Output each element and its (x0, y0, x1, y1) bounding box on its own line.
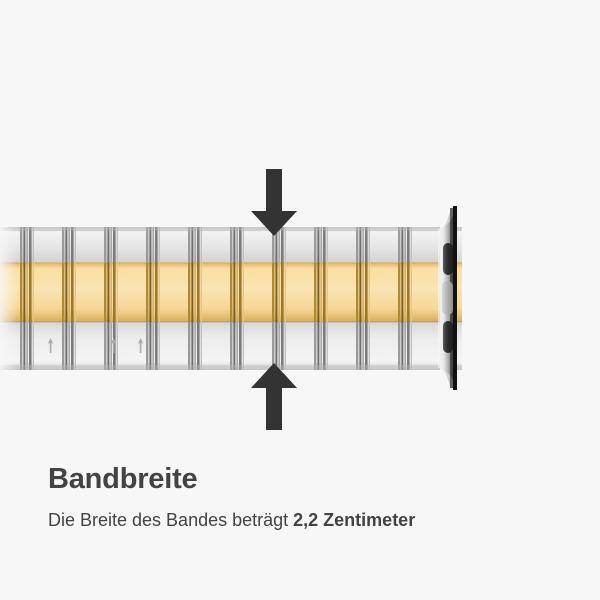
watch-band-illustration (0, 206, 462, 390)
band-width-value: 2,2 Zentimeter (293, 509, 416, 530)
connector-pin-bottom (443, 321, 453, 353)
band-width-description-prefix: Die Breite des Bandes beträgt (48, 509, 294, 530)
band-pin-markers (48, 338, 144, 353)
page-title: Bandbreite (48, 463, 198, 495)
band-end-connector (438, 206, 457, 390)
band-width-description: Die Breite des Bandes beträgt 2,2 Zentim… (48, 497, 568, 532)
up-arrow-icon (251, 363, 297, 430)
connector-pin-middle (442, 281, 453, 315)
down-arrow-icon (251, 169, 297, 236)
connector-pin-top (443, 243, 453, 275)
band-body (0, 227, 462, 370)
product-illustration-area (0, 150, 600, 450)
caption-block: Bandbreite Die Breite des Bandes beträgt… (48, 462, 568, 532)
band-left-fade (0, 227, 18, 370)
